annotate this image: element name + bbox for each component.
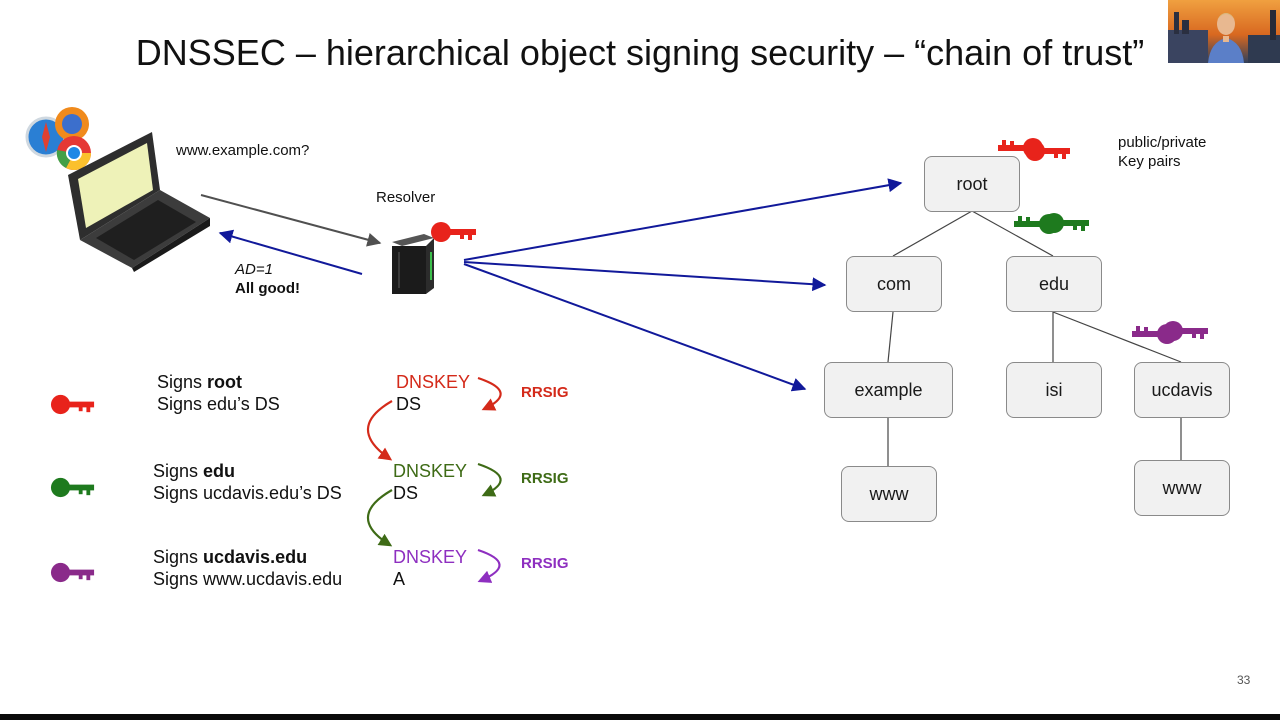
- rrsig-arrow-root: [477, 376, 502, 411]
- resolver-to-root-arrow: [463, 178, 903, 261]
- tree-edges: [887, 210, 1182, 466]
- rrsig-label-root: RRSIG: [521, 384, 569, 401]
- tree-node-edu: edu: [1006, 256, 1102, 312]
- page-number: 33: [1237, 673, 1251, 687]
- sign-prefix: Signs: [157, 372, 208, 392]
- record-a-ucdavis: A: [393, 569, 406, 589]
- ad-flag-label: AD=1: [235, 261, 273, 278]
- resolver-key-icon: [431, 222, 476, 242]
- key-pairs-label-line2: Key pairs: [1118, 153, 1181, 170]
- resolver-to-com-arrow: [463, 261, 827, 292]
- signed-zone: edu: [203, 461, 236, 481]
- tree-node-com: com: [846, 256, 942, 312]
- tree-node-www-ucdavis: www: [1134, 460, 1230, 516]
- presenter-webcam: [1168, 0, 1280, 63]
- key-pairs-label-line1: public/private: [1118, 134, 1207, 151]
- query-arrow: [200, 194, 382, 247]
- record-ds-root: DS: [396, 394, 422, 414]
- rrsig-arrow-ucdavis: [477, 548, 501, 583]
- sign-prefix: Signs: [153, 547, 204, 567]
- sign-second-line: Signs ucdavis.edu’s DS: [153, 483, 342, 503]
- tree-node-isi: isi: [1006, 362, 1102, 418]
- tree-node-example: example: [824, 362, 953, 418]
- rrsig-arrow-edu: [477, 462, 502, 497]
- chain-key-icon-ucdavis: [50, 562, 95, 583]
- record-dnskey-edu: DNSKEY: [393, 461, 468, 481]
- chain-sign-edu: Signs edu Signs ucdavis.edu’s DS: [153, 460, 342, 504]
- sign-second-line: Signs edu’s DS: [157, 394, 280, 414]
- rrsig-label-ucdavis: RRSIG: [521, 555, 569, 572]
- tree-node-www-example: www: [841, 466, 937, 522]
- sign-prefix: Signs: [153, 461, 204, 481]
- laptop-icon: [68, 132, 210, 272]
- resolver-label: Resolver: [376, 189, 436, 206]
- chain-key-icon-edu: [50, 477, 95, 498]
- rrsig-label-edu: RRSIG: [521, 470, 569, 487]
- signed-zone: root: [207, 372, 243, 392]
- chain-sign-root: Signs root Signs edu’s DS: [157, 371, 280, 415]
- edu-key-pair-icon: [1014, 213, 1089, 234]
- ds-to-dnskey-arrow-1: [366, 400, 393, 461]
- record-ds-edu: DS: [393, 483, 419, 503]
- ds-to-dnskey-arrow-2: [366, 489, 393, 547]
- ucdavis-key-pair-icon: [1132, 321, 1208, 344]
- resolver-server-icon: [392, 234, 434, 294]
- response-arrow: [218, 229, 363, 275]
- all-good-label: All good!: [235, 280, 300, 297]
- chain-sign-ucdavis: Signs ucdavis.edu Signs www.ucdavis.edu: [153, 546, 342, 590]
- record-dnskey-root: DNSKEY: [396, 372, 471, 392]
- tree-node-root: root: [924, 156, 1020, 212]
- slide-title: DNSSEC – hierarchical object signing sec…: [135, 32, 1145, 73]
- bottom-bar: [0, 714, 1280, 720]
- record-dnskey-ucdavis: DNSKEY: [393, 547, 468, 567]
- signed-zone: ucdavis.edu: [203, 547, 308, 567]
- chain-key-icon-root: [50, 394, 95, 415]
- tree-node-ucdavis: ucdavis: [1134, 362, 1230, 418]
- sign-second-line: Signs www.ucdavis.edu: [153, 569, 343, 589]
- query-label: www.example.com?: [176, 142, 310, 159]
- resolver-to-example-arrow: [463, 263, 807, 392]
- browser-icons: [25, 107, 91, 170]
